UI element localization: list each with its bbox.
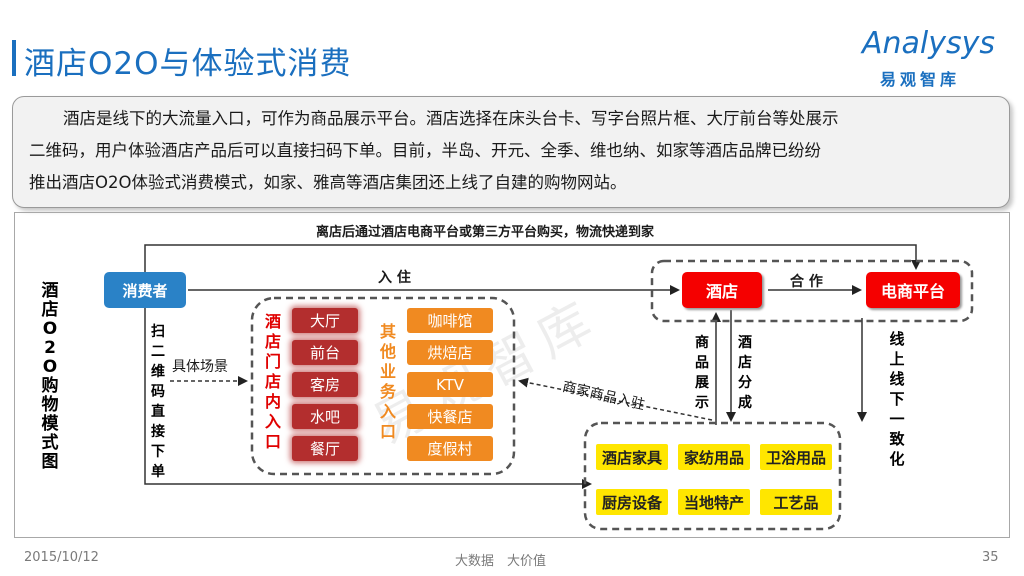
goods-item: 卫浴用品 <box>760 444 832 470</box>
diagram-frame <box>14 212 1010 538</box>
scan-qr-label: 扫二维码直接下单 <box>151 324 165 480</box>
logo-subtitle: 易观智库 <box>880 70 961 89</box>
scene-item: 前台 <box>292 340 358 365</box>
cooperation-label: 合 作 <box>790 274 823 290</box>
footer-slogan: 大数据 大价值 <box>455 554 547 569</box>
ecommerce-box: 电商平台 <box>866 272 960 308</box>
other-entrance-title: 其他业务入口 <box>379 322 396 441</box>
checkin-label: 入 住 <box>378 270 411 286</box>
goods-item: 当地特产 <box>678 489 750 515</box>
scene-item: 餐厅 <box>292 436 358 461</box>
hotel-box: 酒店 <box>682 272 762 308</box>
other-entrance-item: 咖啡馆 <box>407 308 493 333</box>
intro-line-2: 二维码，用户体验酒店产品后可以直接扫码下单。目前，半岛、开元、全季、维也纳、如家… <box>29 141 821 160</box>
scene-item: 客房 <box>292 372 358 397</box>
goods-item: 厨房设备 <box>596 489 668 515</box>
consumer-box: 消费者 <box>104 272 186 308</box>
other-entrance-item: 烘焙店 <box>407 340 493 365</box>
title-accent-bar <box>12 40 16 76</box>
other-entrance-item: 度假村 <box>407 436 493 461</box>
scenario-label: 具体场景 <box>172 359 228 375</box>
goods-display-label: 商品展示 <box>695 335 709 411</box>
intro-line-1: 酒店是线下的大流量入口，可作为商品展示平台。酒店选择在床头台卡、写字台照片框、大… <box>63 109 839 128</box>
online-offline-label: 线上线下一致化 <box>889 330 905 468</box>
other-entrance-item: KTV <box>407 372 493 397</box>
hotel-share-label: 酒店分成 <box>738 335 752 411</box>
top-flow-label: 离店后通过酒店电商平台或第三方平台购买，物流快递到家 <box>316 225 655 240</box>
footer-date: 2015/10/12 <box>24 550 99 565</box>
intro-line-3: 推出酒店O2O体验式消费模式，如家、雅高等酒店集团还上线了自建的购物网站。 <box>29 173 627 192</box>
intro-box: 酒店是线下的大流量入口，可作为商品展示平台。酒店选择在床头台卡、写字台照片框、大… <box>12 96 1010 208</box>
scene-item: 大厅 <box>292 308 358 333</box>
goods-item: 工艺品 <box>760 489 832 515</box>
diagram-side-title: 酒店O2O购物模式图 <box>41 281 59 472</box>
page-title: 酒店O2O与体验式消费 <box>24 46 352 82</box>
other-entrance-item: 快餐店 <box>407 404 493 429</box>
goods-item: 家纺用品 <box>678 444 750 470</box>
analysys-logo: Analysys <box>862 26 996 61</box>
page-number: 35 <box>982 550 999 565</box>
scene-item: 水吧 <box>292 404 358 429</box>
hotel-entrance-title: 酒店门店内入口 <box>264 312 281 451</box>
goods-item: 酒店家具 <box>596 444 668 470</box>
